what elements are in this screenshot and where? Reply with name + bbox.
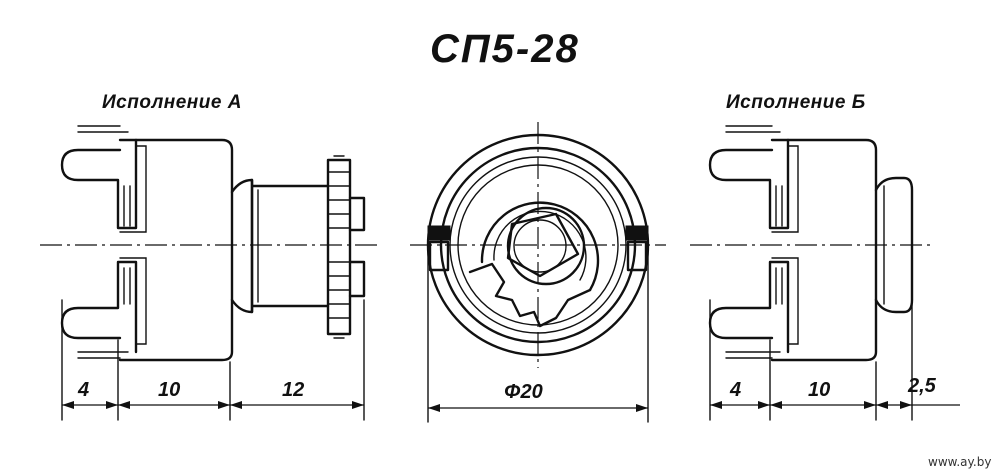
drawing-title: СП5-28 (430, 27, 580, 71)
front-tab-left (428, 240, 450, 272)
variant-a-label: Исполнение А (102, 92, 242, 113)
front-tab-left-top (427, 225, 451, 241)
variant-a-knob-slot (348, 196, 366, 298)
front-tab-right-top (625, 225, 649, 241)
variant-b-label: Исполнение Б (726, 92, 866, 113)
variant-b-view: Исполнение Б 4 10 2,5 (690, 92, 960, 421)
variant-a-dim-1: 4 (77, 379, 89, 401)
front-extension-lines (427, 249, 649, 423)
variant-b-terminal-bottom-detail (771, 257, 799, 345)
front-hub-slot (506, 212, 580, 278)
variant-a-dim-3: 12 (282, 379, 304, 401)
variant-a-shaft (250, 178, 330, 314)
variant-b-extension-lines (709, 299, 913, 421)
variant-b-terminal-top (708, 138, 790, 230)
front-hub (506, 206, 586, 286)
variant-b-dim-2: 10 (808, 379, 830, 401)
variant-b-arrows (710, 401, 912, 409)
variant-a-terminal-top-detail (119, 145, 147, 233)
variant-a-top-edge (77, 125, 129, 133)
variant-a-knob-edge (333, 155, 345, 339)
variant-a-body (118, 138, 234, 362)
variant-a-arrows (62, 401, 364, 409)
watermark: www.ay.by (928, 455, 991, 469)
front-wiper (468, 262, 592, 328)
variant-b-top-edge (725, 125, 781, 133)
variant-a-knob-knurl (327, 171, 351, 319)
variant-a-extension-lines (61, 299, 365, 421)
variant-b-bottom-edge (725, 351, 781, 359)
front-arrow-left (428, 404, 440, 412)
front-tab-right (626, 240, 648, 272)
variant-a-terminal-bottom-detail (119, 257, 147, 345)
variant-b-dim-3: 2,5 (907, 375, 937, 397)
variant-b-body (770, 138, 878, 362)
variant-a-bottom-edge (77, 351, 129, 359)
variant-a-collar (230, 178, 254, 314)
front-hub-inner (513, 219, 567, 273)
front-track-outer (480, 201, 600, 292)
variant-b-terminal-top-detail (771, 145, 799, 233)
front-diameter-label: Φ20 (504, 381, 543, 403)
variant-a-view: Исполнение А (40, 92, 380, 421)
front-view: Φ20 (410, 122, 666, 423)
front-track-inner (493, 210, 587, 281)
variant-a-terminal-top (60, 138, 138, 230)
variant-a-terminal-bottom (60, 260, 138, 354)
front-arrow-right (636, 404, 648, 412)
variant-a-dim-2: 10 (158, 379, 180, 401)
variant-b-dim-1: 4 (729, 379, 741, 401)
